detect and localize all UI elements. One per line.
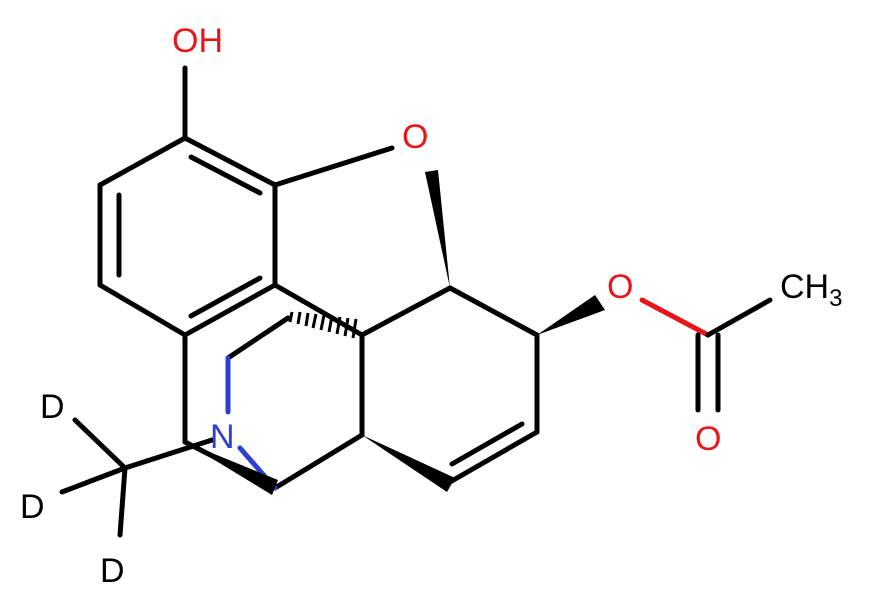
carbonyl-oxygen-label: O <box>695 420 721 458</box>
wedge-c14-c8 <box>362 435 455 492</box>
atom-labels: OH O O O N CH3 D D D <box>20 22 842 590</box>
bonds <box>59 65 773 538</box>
bond-c14-c9 <box>272 432 365 491</box>
bond-c-d3 <box>117 465 128 538</box>
wedge-c5-ether <box>425 170 450 288</box>
bond-c3-ether <box>272 145 395 188</box>
methyl-subscript: 3 <box>829 285 842 312</box>
deuterium-2-label: D <box>20 488 45 526</box>
hash-line <box>304 312 310 327</box>
hash-line <box>296 311 302 325</box>
deuterium-1-label: D <box>40 388 65 426</box>
wedge-c6-ester <box>537 295 605 335</box>
hash-line <box>288 311 294 323</box>
bond-c4-c12 <box>182 282 278 338</box>
hydroxyl-label: OH <box>172 22 223 60</box>
bond-c16-c15 <box>225 315 291 361</box>
bond-aromatic-inner-2 <box>188 275 263 319</box>
bond-c2-c3 <box>182 135 278 188</box>
bond-carbonyl-methyl <box>705 297 773 338</box>
bond-ester-o-carbonyl <box>639 297 711 338</box>
hashed-bond-c13-c15 <box>288 311 358 339</box>
bond-c-d2 <box>59 465 128 495</box>
bond-c-d1 <box>72 417 128 471</box>
bond-c7-c8 <box>447 429 540 485</box>
nitrogen-label: N <box>210 418 235 456</box>
hash-line <box>335 316 342 335</box>
bond-c4-c13 <box>272 282 365 338</box>
methyl-label: CH3 <box>780 268 842 312</box>
bond-c7-c8-inner <box>449 421 525 467</box>
ether-oxygen-label: O <box>402 118 428 156</box>
hash-line <box>327 315 334 333</box>
methyl-ch: CH <box>780 268 829 306</box>
deuterium-3-label: D <box>100 552 125 590</box>
hash-line <box>319 314 326 331</box>
stereo-wedges <box>185 170 605 495</box>
bond-c5-c6 <box>447 285 540 338</box>
hash-line <box>343 317 350 337</box>
ester-oxygen-label: O <box>607 268 633 306</box>
hash-line <box>351 318 358 339</box>
wedge-c10-c9 <box>185 442 278 495</box>
bond-aromatic-inner-1 <box>188 154 263 196</box>
bond-n-methyl <box>122 437 215 471</box>
bond-c1-c2 <box>97 135 188 188</box>
hash-line <box>311 313 318 329</box>
bond-c12-c11 <box>97 282 188 338</box>
bond-c13-c5 <box>359 285 453 338</box>
